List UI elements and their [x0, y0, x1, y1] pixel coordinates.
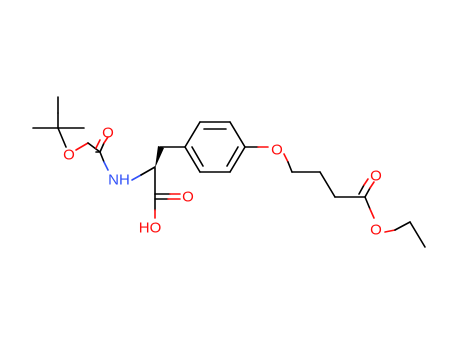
atom-ester-carbonyl-o: O	[370, 168, 382, 185]
bond-ester-co-single-a	[364, 196, 371, 210]
bond-boc-co-a	[99, 142, 105, 153]
bond-ethyl-1	[394, 221, 411, 231]
wedge-bond-calpha-ch2	[155, 146, 164, 168]
bond-n-to-calpha	[131, 174, 142, 181]
bond-ester-co-single-b	[369, 208, 375, 219]
bond-o-to-boc-c	[75, 142, 89, 151]
chain-bond-2	[319, 171, 336, 198]
ring-bond-6	[184, 146, 201, 173]
bond-ester-co-b	[369, 181, 375, 189]
bond-ester-co-a	[364, 187, 371, 198]
bond-ester-co-double-b	[363, 178, 369, 186]
atom-ether-o: O	[271, 142, 283, 159]
ring-bond-4	[229, 146, 246, 173]
bond-o-to-chain-b	[287, 161, 293, 173]
bond-ester-co-double-a	[358, 184, 365, 195]
bond-boc-to-n	[99, 151, 105, 163]
atom-boc-carbonyl-o: O	[102, 125, 114, 142]
atom-ester-o: O	[370, 222, 382, 239]
bond-boc-c-right	[87, 142, 101, 153]
ring-double-2	[226, 146, 239, 167]
bond-boc-co-b	[103, 136, 109, 144]
bond-ethyl-2	[409, 221, 426, 248]
atom-acid-carbonyl-o: O	[182, 189, 194, 206]
bond-boc-to-n-b	[103, 161, 109, 171]
bond-tbu-to-o	[57, 127, 67, 148]
bond-n-to-calpha-b	[140, 166, 156, 176]
atom-boc-ester-o: O	[63, 147, 75, 164]
ring-double-3	[191, 146, 204, 167]
atom-amide-nh: NH	[108, 172, 130, 189]
bond-o-to-ethyl	[384, 229, 396, 233]
bond-boc-co-double	[95, 139, 101, 149]
ring-bond-3	[229, 121, 246, 148]
ring-bond-1	[184, 121, 201, 148]
bond-o-to-chain	[283, 153, 289, 163]
atom-acid-hydroxyl: HO	[139, 220, 162, 237]
